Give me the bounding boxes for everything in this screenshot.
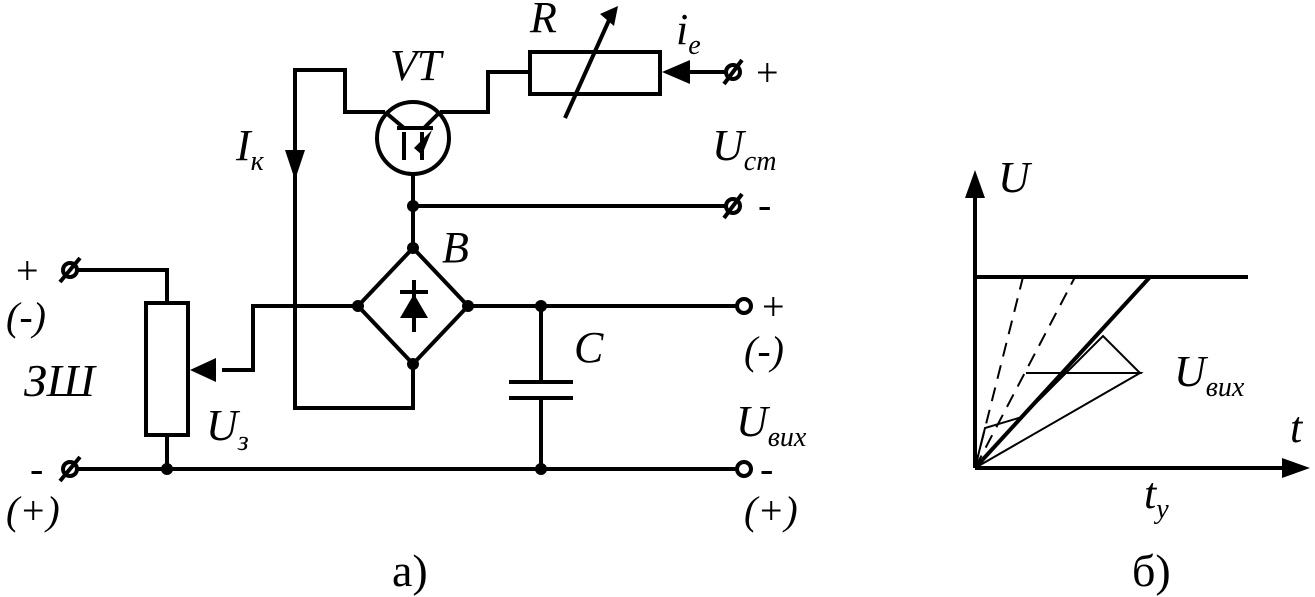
out-plus-sign: + [762, 284, 785, 329]
terminal-ust-minus [722, 192, 744, 220]
terminal-left-top [58, 256, 82, 284]
emitter-wire [440, 70, 530, 114]
y-axis-label: U [998, 153, 1033, 202]
transistor-label: VT [390, 41, 445, 90]
time-graph: U t Uвих tу б) [965, 153, 1310, 596]
terminal-out-minus [735, 460, 753, 478]
time-label: tу [1144, 469, 1169, 525]
voltage-uvix-label: Uвих [736, 397, 807, 453]
y-axis-arrow-icon [965, 170, 985, 198]
capacitor-label: C [574, 323, 604, 372]
x-axis-label: t [1290, 403, 1304, 452]
x-axis-arrow-icon [1282, 458, 1310, 478]
current-ie-label: ie [676, 5, 701, 61]
circuit-diagram: VT R ie + Uст - Iк B + (-) ЗШ Uз - (+) C… [6, 0, 807, 596]
out-plus-polarity: (-) [744, 328, 784, 373]
wiper-arrow-icon [190, 358, 216, 382]
ik-arrow-icon [285, 150, 305, 180]
left-bottom-polarity: (+) [6, 488, 60, 533]
transistor-vt [375, 100, 451, 176]
left-bottom-sign: - [30, 446, 43, 491]
left-top-polarity: (-) [6, 294, 46, 339]
ust-plus-sign: + [756, 50, 779, 95]
variable-resistor-r [528, 6, 662, 119]
device-label: ЗШ [24, 355, 98, 406]
current-ik-label: Iк [235, 121, 265, 177]
circuit-caption: а) [392, 545, 428, 596]
out-minus-sign: - [760, 446, 773, 491]
bridge-left-wire [222, 304, 358, 372]
graph-caption: б) [1132, 545, 1171, 596]
ie-arrow-icon [662, 60, 690, 84]
output-waveform [974, 334, 1144, 469]
resistor-label: R [529, 0, 557, 42]
collector-loop-wire [293, 68, 415, 410]
junction-dot [161, 463, 173, 475]
voltage-uz-label: Uз [206, 401, 249, 457]
potentiometer-zsh [78, 268, 190, 437]
terminal-left-bottom [58, 455, 82, 483]
left-top-sign: + [16, 248, 39, 293]
capacitor-c [509, 306, 573, 469]
bridge-label: B [442, 223, 469, 272]
terminal-out-plus [735, 297, 753, 315]
output-label: Uвих [1174, 347, 1245, 403]
terminal-ust-plus [722, 58, 744, 86]
voltage-ust-label: Uст [712, 121, 776, 177]
out-minus-polarity: (+) [744, 488, 798, 533]
dashed-ramp-2 [974, 276, 1076, 469]
ust-minus-sign: - [758, 182, 771, 227]
